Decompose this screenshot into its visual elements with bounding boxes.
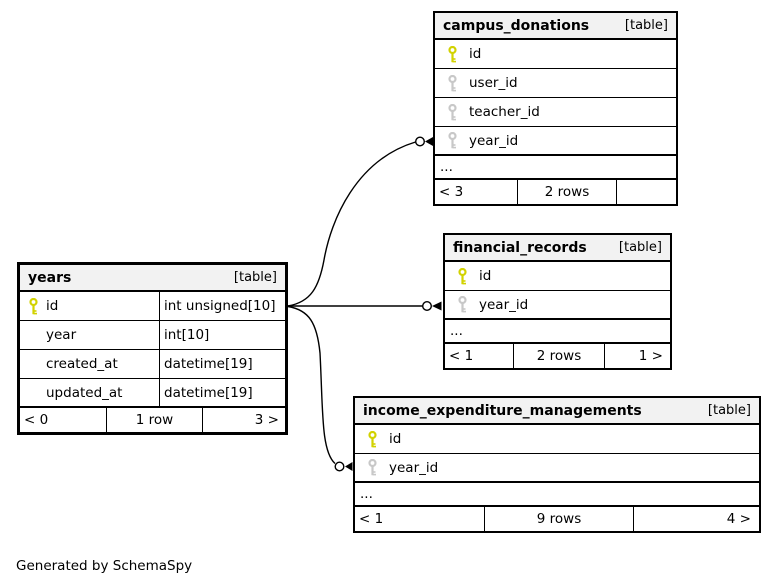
table-years: years [table] id int unsigned[10] year i… xyxy=(17,262,288,435)
column-row-id[interactable]: id int unsigned[10] xyxy=(20,292,285,321)
more-columns-ellipsis: ... xyxy=(355,483,759,507)
zero-or-one-circle xyxy=(422,301,433,312)
primary-key-icon xyxy=(445,262,479,290)
column-row-year-id[interactable]: year_id xyxy=(435,127,676,156)
parents-count: < 3 xyxy=(435,180,518,204)
foreign-key-icon xyxy=(355,454,389,481)
column-type: datetime[19] xyxy=(159,379,285,406)
table-header: income_expenditure_managements [table] xyxy=(355,398,759,425)
row-count: 1 row xyxy=(107,408,203,432)
column-name: year_id xyxy=(479,296,529,313)
more-columns-ellipsis: ... xyxy=(435,156,676,180)
row-count: 2 rows xyxy=(514,344,605,368)
table-header: financial_records [table] xyxy=(445,235,670,262)
primary-key-icon xyxy=(355,425,389,453)
arrowhead-icon xyxy=(345,462,353,471)
foreign-key-icon xyxy=(435,127,469,154)
column-row-year[interactable]: year int[10] xyxy=(20,321,285,350)
table-type-label: [table] xyxy=(707,403,751,418)
column-name: id xyxy=(469,46,482,62)
column-type: int[10] xyxy=(159,321,285,349)
column-row-created-at[interactable]: created_at datetime[19] xyxy=(20,350,285,379)
parents-count: < 1 xyxy=(355,507,485,531)
zero-or-one-circle xyxy=(334,461,345,472)
table-name[interactable]: years xyxy=(28,269,72,286)
table-name[interactable]: campus_donations xyxy=(443,17,590,34)
column-row-year-id[interactable]: year_id xyxy=(445,291,670,320)
column-name: year xyxy=(46,327,77,343)
table-footer: < 1 9 rows 4 > xyxy=(355,507,759,531)
column-name: year_id xyxy=(469,132,519,149)
relationship-years-financial-records xyxy=(288,301,442,312)
column-row-id[interactable]: id xyxy=(445,262,670,291)
generator-note: Generated by SchemaSpy xyxy=(16,558,193,574)
primary-key-icon xyxy=(435,40,469,68)
column-row-id[interactable]: id xyxy=(355,425,759,454)
column-name: updated_at xyxy=(46,384,123,401)
table-campus-donations: campus_donations [table] id user_id teac… xyxy=(433,11,678,206)
table-header: years [table] xyxy=(20,265,285,292)
children-count xyxy=(617,180,675,204)
column-name: id xyxy=(479,268,492,284)
foreign-key-icon xyxy=(435,98,469,126)
foreign-key-icon xyxy=(445,291,479,318)
table-income-expenditure-managements: income_expenditure_managements [table] i… xyxy=(353,396,761,533)
column-row-id[interactable]: id xyxy=(435,40,676,69)
table-footer: < 1 2 rows 1 > xyxy=(445,344,670,368)
children-count: 1 > xyxy=(638,348,663,364)
column-row-updated-at[interactable]: updated_at datetime[19] xyxy=(20,379,285,408)
table-type-label: [table] xyxy=(233,270,277,285)
column-name: user_id xyxy=(469,75,518,91)
table-footer: < 0 1 row 3 > xyxy=(20,408,285,432)
column-type: datetime[19] xyxy=(159,350,285,378)
column-row-teacher-id[interactable]: teacher_id xyxy=(435,98,676,127)
table-financial-records: financial_records [table] id year_id ...… xyxy=(443,233,672,370)
table-type-label: [table] xyxy=(618,240,662,255)
row-count: 2 rows xyxy=(518,180,617,204)
parents-count: < 0 xyxy=(20,408,107,432)
children-count: 4 > xyxy=(726,511,751,527)
parents-count: < 1 xyxy=(445,344,514,368)
column-type: int unsigned[10] xyxy=(159,292,285,320)
column-name: id xyxy=(46,298,59,314)
table-name[interactable]: income_expenditure_managements xyxy=(363,402,642,419)
table-name[interactable]: financial_records xyxy=(453,239,587,256)
relationship-years-income-expenditure xyxy=(287,305,353,472)
column-name: teacher_id xyxy=(469,104,540,120)
row-count: 9 rows xyxy=(485,507,634,531)
primary-key-icon xyxy=(20,297,46,315)
column-name: year_id xyxy=(389,459,439,476)
column-name: created_at xyxy=(46,356,118,372)
zero-or-one-circle xyxy=(415,136,426,147)
arrowhead-icon xyxy=(425,137,433,146)
more-columns-ellipsis: ... xyxy=(445,320,670,344)
column-row-year-id[interactable]: year_id xyxy=(355,454,759,483)
table-footer: < 3 2 rows xyxy=(435,180,676,204)
column-name: id xyxy=(389,431,402,447)
relationship-years-campus-donations xyxy=(287,136,433,307)
foreign-key-icon xyxy=(435,69,469,97)
table-header: campus_donations [table] xyxy=(435,13,676,40)
column-row-user-id[interactable]: user_id xyxy=(435,69,676,98)
arrowhead-icon xyxy=(432,301,442,311)
table-type-label: [table] xyxy=(624,18,668,33)
children-count: 3 > xyxy=(254,412,279,428)
